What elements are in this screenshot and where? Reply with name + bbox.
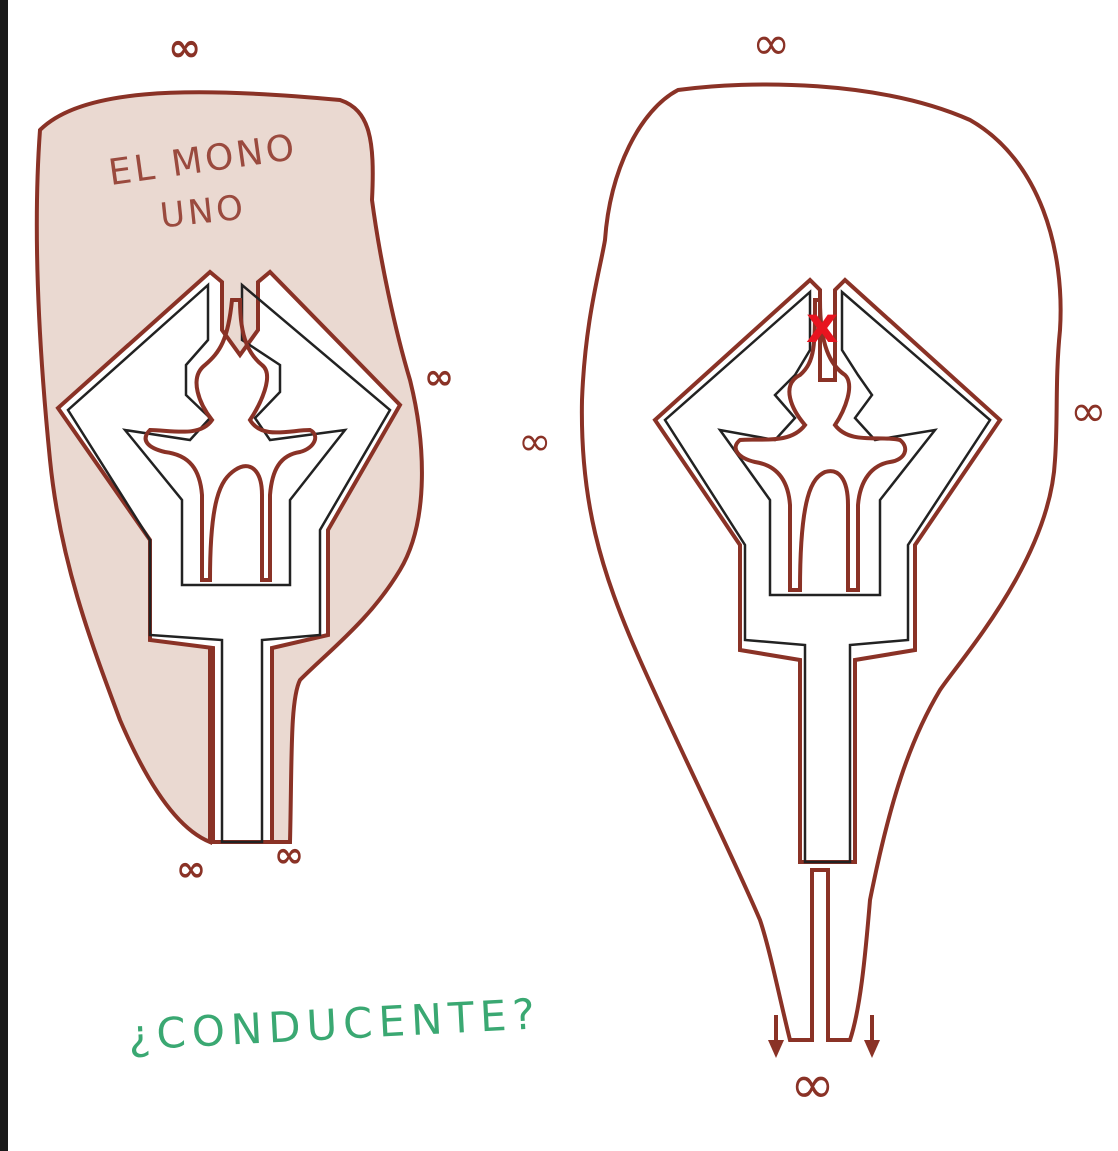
- infinity-symbol-left-right: ∞: [424, 360, 454, 396]
- red-x-marker: x: [806, 300, 838, 350]
- infinity-symbol-right-top: ∞: [752, 20, 790, 66]
- infinity-symbol-left-top: ∞: [168, 28, 201, 68]
- left-down-arrow: [768, 1015, 784, 1058]
- infinity-symbol-left-bottom-1: ∞: [176, 852, 206, 888]
- right-down-arrow: [864, 1015, 880, 1058]
- infinity-symbol-right-right: ∞: [1070, 390, 1107, 434]
- right-cavity-outline: [655, 280, 1000, 862]
- infinity-symbol-right-left: ∞: [518, 422, 551, 462]
- infinity-symbol-right-bottom: ∞: [790, 1058, 835, 1112]
- infinity-symbol-left-bottom-2: ∞: [274, 838, 304, 874]
